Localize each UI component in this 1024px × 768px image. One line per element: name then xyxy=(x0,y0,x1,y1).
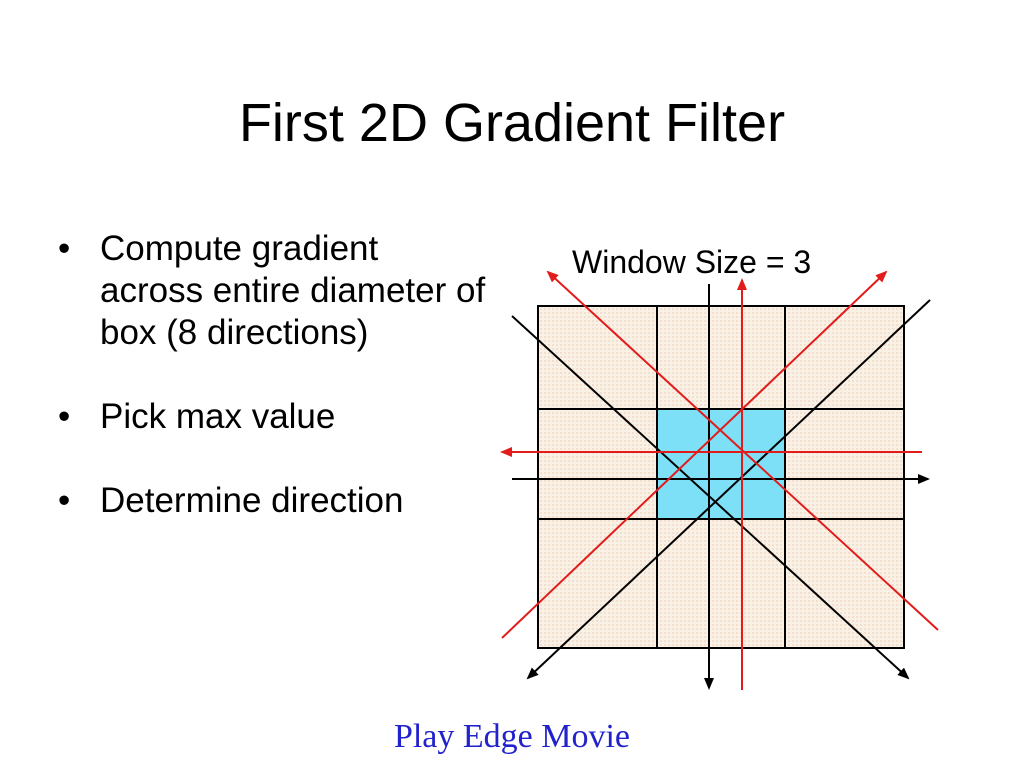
play-edge-movie-link[interactable]: Play Edge Movie xyxy=(393,718,631,755)
center-cell-outline xyxy=(656,408,786,520)
bullet-list: • Compute gradient across entire diamete… xyxy=(58,228,488,522)
bullet-text: Compute gradient across entire diameter … xyxy=(100,229,486,352)
slide-title: First 2D Gradient Filter xyxy=(238,93,786,153)
bullet-text: Determine direction xyxy=(100,481,404,520)
bullet-dot: • xyxy=(58,481,71,520)
red-arrow-diagonal xyxy=(546,270,939,631)
black-arrow-diagonal xyxy=(511,315,910,680)
center-cell xyxy=(657,409,785,519)
window-size-label: Window Size = 3 xyxy=(572,244,812,280)
red-arrow-diagonal xyxy=(501,270,888,639)
black-arrow-diagonal xyxy=(526,299,931,680)
bullet-dot: • xyxy=(58,229,71,268)
bullet-dot: • xyxy=(58,397,71,436)
bullet-text: Pick max value xyxy=(100,397,336,436)
bullet-item: • Compute gradient across entire diamete… xyxy=(58,228,488,354)
bullet-item: • Determine direction xyxy=(58,480,488,522)
bullet-item: • Pick max value xyxy=(58,396,488,438)
